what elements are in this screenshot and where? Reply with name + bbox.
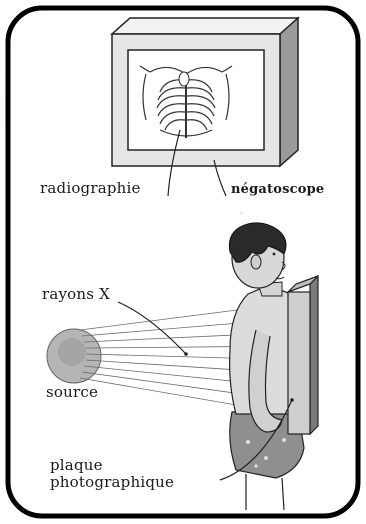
rayons-x-pointer-dot [184, 352, 188, 356]
photographic-plate-side [310, 276, 318, 434]
negatoscope-top [112, 18, 298, 34]
label-negatoscope: négatoscope [231, 183, 324, 196]
person-ear [251, 255, 261, 269]
negatoscope-side [280, 18, 298, 166]
person-eye [273, 253, 276, 256]
stray-mark: · [240, 209, 243, 218]
photographic-plate [288, 292, 310, 434]
negatoscope [112, 18, 298, 166]
xray-source-core [58, 338, 86, 366]
label-source: source [46, 385, 98, 400]
label-radiographie: radiographie [40, 181, 141, 196]
radiograph-heart [179, 72, 189, 86]
label-plaque: plaque [50, 458, 103, 473]
plaque-pointer-dot [290, 398, 294, 402]
label-photographique: photographique [50, 475, 174, 490]
label-rayons-x: rayons X [42, 287, 110, 302]
